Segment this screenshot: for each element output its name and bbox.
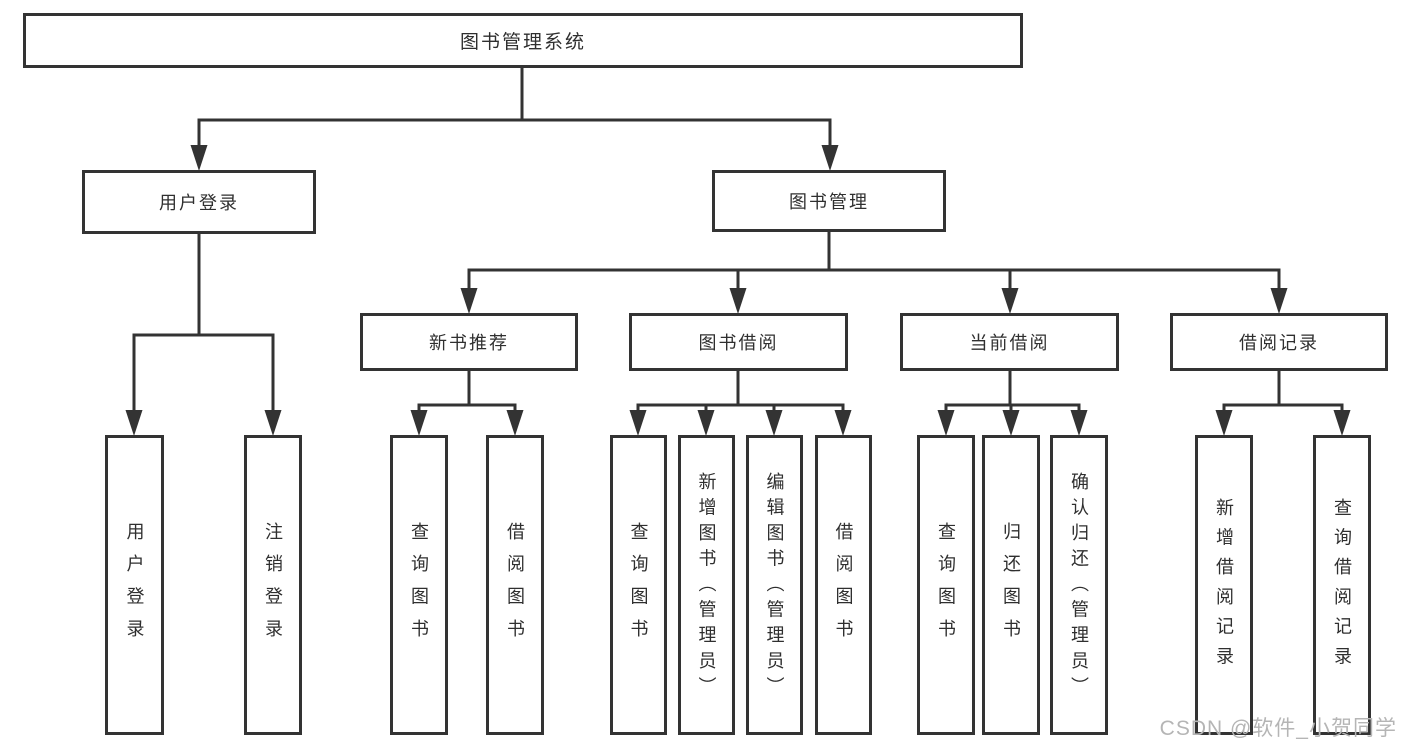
arrow-down-icon bbox=[410, 410, 428, 436]
node-current-borrow: 当前借阅 bbox=[900, 313, 1119, 371]
arrow-down-icon bbox=[125, 410, 143, 436]
arrow-down-icon bbox=[629, 410, 647, 436]
leaf-records-query-record: 查询借阅记录 bbox=[1313, 435, 1371, 735]
node-book-management: 图书管理 bbox=[712, 170, 946, 232]
arrow-down-icon bbox=[834, 410, 852, 436]
leaf-user-login: 用户登录 bbox=[105, 435, 164, 735]
arrow-down-icon bbox=[937, 410, 955, 436]
arrow-down-icon bbox=[697, 410, 715, 436]
arrow-down-icon bbox=[1001, 288, 1019, 314]
arrow-down-icon bbox=[460, 288, 478, 314]
leaf-logout: 注销登录 bbox=[244, 435, 302, 735]
arrow-down-icon bbox=[1333, 410, 1351, 436]
connector-lines bbox=[132, 68, 1344, 415]
leaf-borrow-query-books: 查询图书 bbox=[610, 435, 667, 735]
leaf-current-return-books: 归还图书 bbox=[982, 435, 1040, 735]
node-borrow-records: 借阅记录 bbox=[1170, 313, 1388, 371]
arrow-down-icon bbox=[765, 410, 783, 436]
node-new-book-recommend: 新书推荐 bbox=[360, 313, 578, 371]
leaf-current-query-books: 查询图书 bbox=[917, 435, 975, 735]
leaf-newbook-query-books: 查询图书 bbox=[390, 435, 448, 735]
arrow-down-icon bbox=[821, 145, 839, 171]
arrowheads bbox=[125, 145, 1351, 436]
leaf-records-add-record: 新增借阅记录 bbox=[1195, 435, 1253, 735]
arrow-down-icon bbox=[1002, 410, 1020, 436]
node-root: 图书管理系统 bbox=[23, 13, 1023, 68]
arrow-down-icon bbox=[729, 288, 747, 314]
arrow-down-icon bbox=[1270, 288, 1288, 314]
leaf-borrow-edit-books-admin: 编辑图书（管理员） bbox=[746, 435, 803, 735]
arrow-down-icon bbox=[264, 410, 282, 436]
node-book-borrow: 图书借阅 bbox=[629, 313, 848, 371]
node-user-login: 用户登录 bbox=[82, 170, 316, 234]
arrow-down-icon bbox=[1070, 410, 1088, 436]
leaf-current-confirm-return-admin: 确认归还（管理员） bbox=[1050, 435, 1108, 735]
leaf-newbook-borrow-books: 借阅图书 bbox=[486, 435, 544, 735]
arrow-down-icon bbox=[190, 145, 208, 171]
leaf-borrow-borrow-books: 借阅图书 bbox=[815, 435, 872, 735]
arrow-down-icon bbox=[1215, 410, 1233, 436]
arrow-down-icon bbox=[506, 410, 524, 436]
leaf-borrow-add-books-admin: 新增图书（管理员） bbox=[678, 435, 735, 735]
csdn-watermark: CSDN @软件_小贺同学 bbox=[1159, 717, 1397, 740]
